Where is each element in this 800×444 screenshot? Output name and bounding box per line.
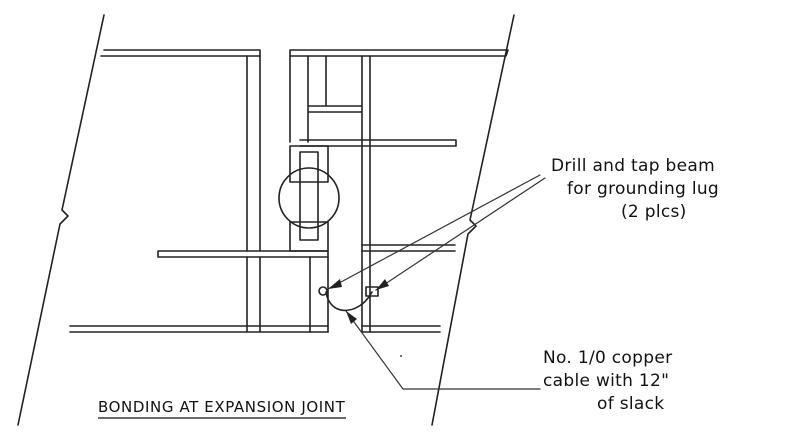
left-girder-end-plate	[309, 256, 329, 333]
right-girder-diaphragm	[299, 139, 457, 147]
left-girder-diaphragm	[157, 250, 329, 258]
cable-leader-arrowhead	[346, 311, 357, 324]
small-dot	[400, 355, 402, 357]
drawing-title: BONDING AT EXPANSION JOINT	[98, 398, 346, 416]
right-girder-top-box	[289, 55, 371, 333]
drill-leader-left-arrowhead	[328, 279, 342, 289]
bearing-pin-bar	[299, 151, 319, 241]
drill-note-line-1: Drill and tap beam	[551, 156, 715, 176]
left-girder-top-flange	[100, 49, 261, 57]
drill-leader-right-arrowhead	[376, 279, 389, 290]
bearing-bottom-plate	[289, 221, 329, 252]
left-girder-web	[246, 55, 261, 252]
cable-note-line-2: cable with 12"	[543, 371, 669, 391]
left-girder-lower-web	[69, 256, 329, 333]
drill-leader-right	[375, 177, 546, 291]
drill-leader-left	[327, 174, 541, 290]
drill-note-line-3: (2 plcs)	[621, 202, 687, 222]
right-girder-lower-box	[361, 244, 456, 333]
right-break-line	[431, 14, 515, 426]
left-break-line	[17, 14, 105, 426]
bearing-top-plate	[289, 145, 329, 183]
right-girder-top-flange	[289, 49, 509, 57]
cable-note-line-3: of slack	[597, 394, 664, 414]
cable-note-line-1: No. 1/0 copper	[543, 348, 672, 368]
copper-cable	[325, 291, 373, 312]
cable-leader	[345, 310, 541, 390]
grounding-lug-right	[365, 286, 379, 297]
drill-note-line-2: for grounding lug	[567, 179, 719, 199]
bearing-roller	[278, 167, 340, 229]
grounding-lug-left	[318, 286, 328, 296]
